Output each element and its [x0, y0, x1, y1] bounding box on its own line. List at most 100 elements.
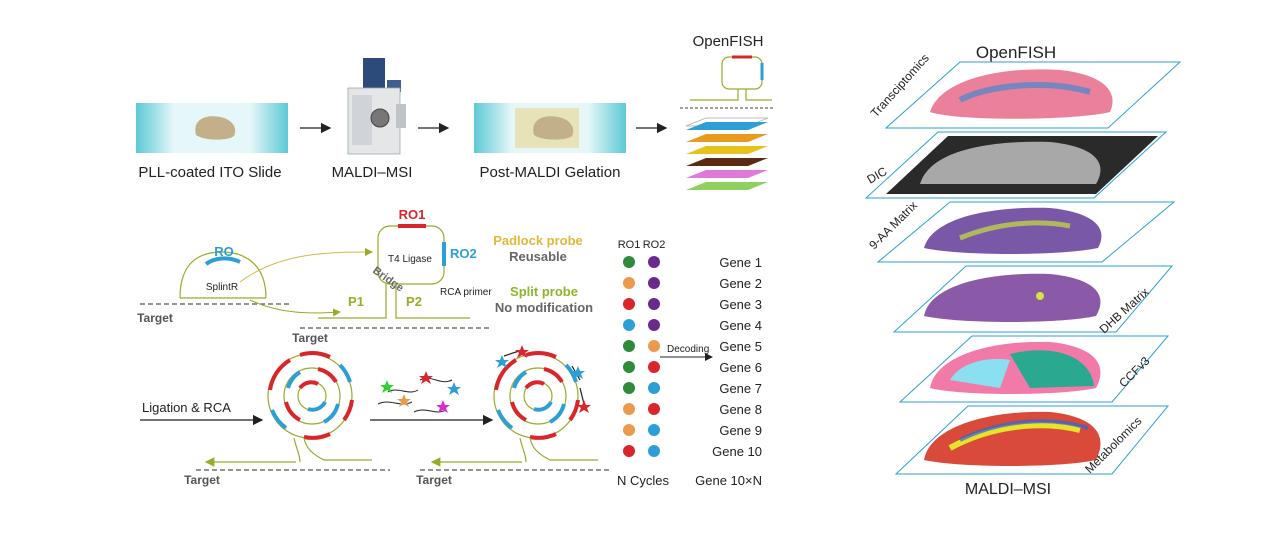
splint-to-target-arrow — [249, 299, 341, 317]
decoding-rows: Gene 1 Gene 2 Gene 3 Gene 4 Gene 5 Gene 6 Gene… — [623, 255, 762, 459]
ro-segment — [204, 256, 241, 266]
detection-probes — [370, 371, 494, 426]
workflow-row: PLL-coated ITO Slide MALDI–MSI Post-MALD… — [136, 33, 774, 190]
layer-image-ccfv3-region — [1010, 350, 1094, 388]
ro2-dot — [648, 277, 660, 289]
probe-diagram: RO SplintR Target RO1 RO2 T4 Ligase Brid… — [137, 207, 593, 345]
ro2-dot — [648, 382, 660, 394]
ro1-dot — [623, 319, 635, 331]
ro2-label: RO2 — [450, 246, 477, 261]
ro1-label: RO1 — [399, 207, 426, 222]
layer-image-metabolomics-band-2 — [959, 419, 1089, 442]
gene-total-label: Gene 10×N — [695, 473, 762, 488]
step1-label: PLL-coated ITO Slide — [138, 164, 281, 181]
gene-label: Gene 9 — [719, 423, 762, 438]
p1-arm — [318, 284, 387, 319]
bound-star-red-2 — [577, 400, 591, 413]
padlock-probe-label: Padlock probe — [493, 233, 583, 248]
col-ro2-header: RO2 — [643, 239, 666, 251]
splintr-label: SplintR — [206, 282, 238, 293]
tissue-section-gel — [533, 116, 574, 140]
layer-image-transcriptomics-detail — [958, 82, 1091, 103]
gene-label: Gene 1 — [719, 255, 762, 270]
maldi-instrument-icon — [347, 58, 406, 155]
layer-image-metabolomics — [924, 411, 1101, 466]
gene-label: Gene 8 — [719, 402, 762, 417]
stack-title-top: OpenFISH — [976, 43, 1056, 62]
splint-to-padlock-arrow — [239, 248, 373, 283]
bound-star-blue-2 — [571, 366, 585, 379]
step2-label: MALDI–MSI — [332, 164, 413, 181]
layer-image-transcriptomics — [930, 69, 1113, 119]
target-left-label: Target — [137, 311, 173, 325]
fluor-star-green — [380, 380, 394, 393]
ro2-dot — [648, 361, 660, 373]
openfish-probe-icon — [680, 55, 774, 109]
layer-stack: OpenFISH MALDI–MSI Transciptomics DIC 9-… — [865, 43, 1182, 498]
ro1-dot — [623, 361, 635, 373]
ro1-dot — [623, 424, 635, 436]
fluor-star-blue — [447, 382, 461, 395]
gene-label: Gene 6 — [719, 360, 762, 375]
p2-arm — [395, 284, 470, 319]
p2-label: P2 — [406, 294, 422, 309]
gene-label: Gene 2 — [719, 276, 762, 291]
ro2-dot — [648, 340, 660, 352]
p1-label: P1 — [348, 294, 364, 309]
col-ro1-header: RO1 — [618, 239, 641, 251]
bridge-label: Bridge — [370, 265, 405, 295]
ro1-dot — [623, 256, 635, 268]
layer-image-dhb-spot — [1036, 292, 1044, 300]
layer-image-dhb — [924, 273, 1101, 322]
rca-product-right — [430, 349, 598, 467]
splintr-arc — [179, 251, 267, 299]
gene-label: Gene 10 — [712, 444, 762, 459]
ligation-label: Ligation & RCA — [142, 400, 231, 415]
openfish-layer-stack — [685, 117, 769, 190]
t4-ligase-label: T4 Ligase — [388, 254, 432, 265]
step4-label: OpenFISH — [693, 33, 764, 50]
ro-label: RO — [214, 244, 234, 259]
layer-image-9aa — [924, 207, 1102, 254]
ro2-dot — [648, 256, 660, 268]
ro2-dot — [648, 445, 660, 457]
split-probe-label: Split probe — [510, 284, 578, 299]
gene-label: Gene 7 — [719, 381, 762, 396]
decoding-label: Decoding — [667, 344, 709, 355]
layer-image-metabolomics-band — [948, 422, 1081, 451]
ro1-dot — [623, 340, 635, 352]
target-mid-label: Target — [292, 331, 328, 345]
rca-diagram: Ligation & RCA Target — [140, 345, 612, 487]
layer-image-dic-tissue — [920, 141, 1101, 184]
ro1-dot — [623, 382, 635, 394]
gene-label: Gene 3 — [719, 297, 762, 312]
ro2-dot — [648, 403, 660, 415]
ro2-dot — [648, 424, 660, 436]
ro1-dot — [623, 403, 635, 415]
tissue-section — [195, 116, 236, 140]
target-rca-right-label: Target — [416, 473, 452, 487]
target-rca-left-label: Target — [184, 473, 220, 487]
bound-star-blue — [495, 355, 509, 368]
gene-label: Gene 5 — [719, 339, 762, 354]
ro2-dot — [648, 319, 660, 331]
rca-product-left — [204, 351, 372, 467]
reusable-label: Reusable — [509, 249, 567, 264]
bound-star-red — [515, 345, 529, 358]
rca-primer-label: RCA primer — [440, 287, 492, 298]
ro2-dot — [648, 298, 660, 310]
step3-label: Post-MALDI Gelation — [480, 164, 621, 181]
ro1-dot — [623, 298, 635, 310]
fluor-star-orange — [397, 394, 411, 407]
no-modification-label: No modification — [495, 300, 593, 315]
layer-image-9aa-highlight — [959, 220, 1071, 241]
fluor-star-red — [419, 371, 433, 384]
gene-label: Gene 4 — [719, 318, 762, 333]
n-cycles-label: N Cycles — [617, 473, 670, 488]
fluor-star-magenta — [436, 400, 450, 413]
layer-image-ccfv3-region-2 — [950, 358, 1010, 388]
stack-title-bottom: MALDI–MSI — [965, 481, 1051, 498]
